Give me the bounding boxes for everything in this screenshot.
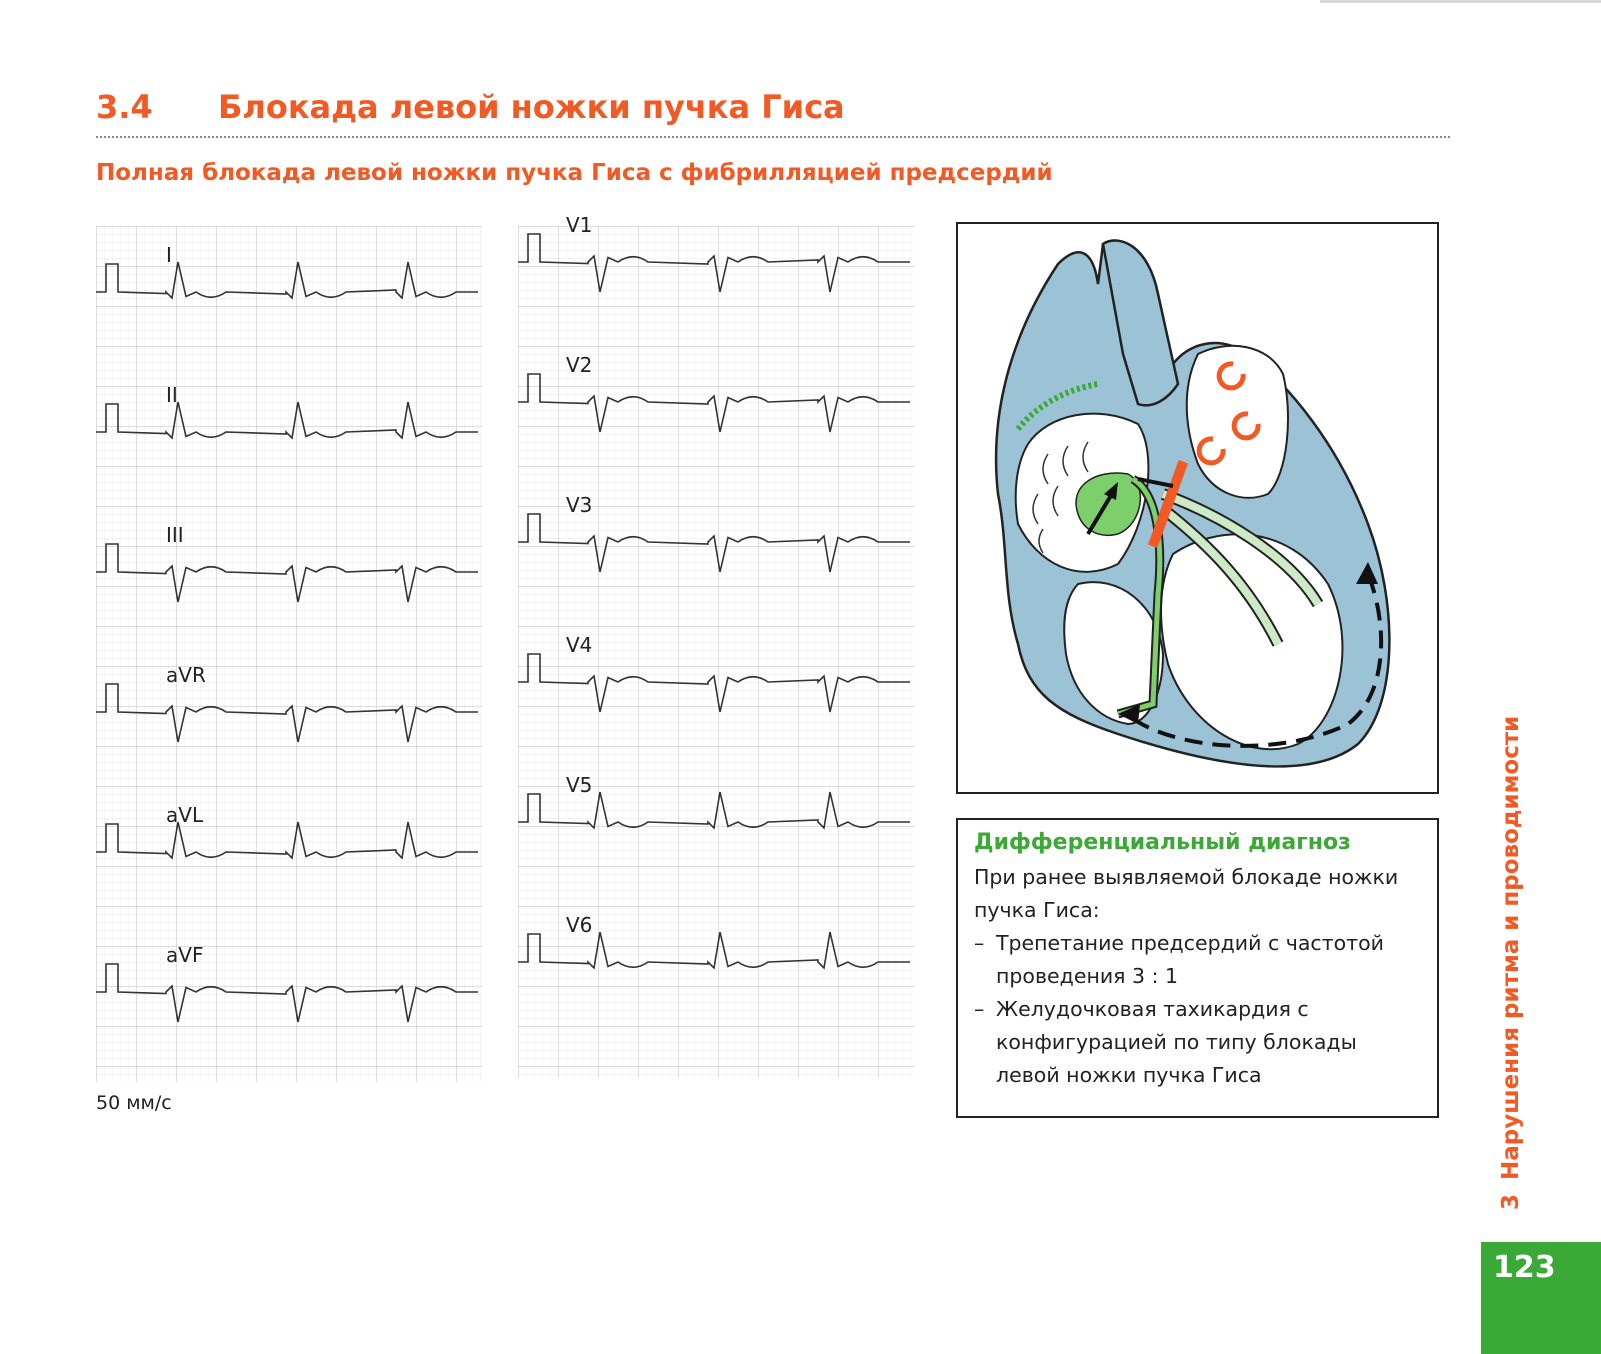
top-edge-line [1320,0,1601,3]
lead-label: V3 [566,493,592,517]
chapter-title: Нарушения ритма и проводимости [1498,715,1524,1180]
chapter-number: 3 [1498,1193,1524,1210]
ecg-trace [96,821,478,860]
ecg-trace [518,791,910,830]
lead-label: V4 [566,633,592,657]
ecg-trace [96,261,478,300]
dd-item: Желудочковая тахикардия с конфигурацией … [974,993,1423,1092]
page-subtitle: Полная блокада левой ножки пучка Гиса с … [96,160,1053,186]
ecg-trace [518,653,910,713]
lead-label: II [166,383,178,407]
lead-label: aVR [166,663,206,687]
section-title: Блокада левой ножки пучка Гиса [218,88,845,126]
title-divider [96,136,1450,138]
heart-diagram-icon [994,239,1391,768]
ecg-trace [96,401,478,440]
lead-label: V2 [566,353,592,377]
ecg-trace [518,373,910,433]
ecg-trace [96,683,478,743]
differential-diagnosis-box: Дифференциальный диагноз При ранее выявл… [956,818,1439,1118]
lead-label: III [166,523,184,547]
ecg-trace [96,543,478,603]
ecg-trace [518,513,910,573]
chapter-side-tab: 3 Нарушения ритма и проводимости [1498,716,1524,1210]
paper-speed-label: 50 мм/с [96,1092,172,1114]
lead-label: I [166,243,172,267]
dd-item: Трепетание предсердий с частотой проведе… [974,927,1423,993]
lead-label: aVF [166,943,203,967]
lead-label: V5 [566,773,592,797]
ecg-trace [518,931,910,970]
page-number-box: 123 [1481,1242,1601,1354]
section-number: 3.4 [96,88,153,126]
lead-label: V1 [566,213,592,237]
heart-diagram-frame [956,222,1439,794]
ecg-trace [96,963,478,1023]
dd-intro: При ранее выявляемой блокаде ножки пучка… [974,865,1399,922]
lead-label: aVL [166,803,204,827]
page-number: 123 [1493,1250,1556,1285]
dd-list: Трепетание предсердий с частотой проведе… [974,927,1423,1092]
lead-label: V6 [566,913,592,937]
ecg-trace [518,233,910,293]
dd-heading: Дифференциальный диагноз [974,830,1351,855]
